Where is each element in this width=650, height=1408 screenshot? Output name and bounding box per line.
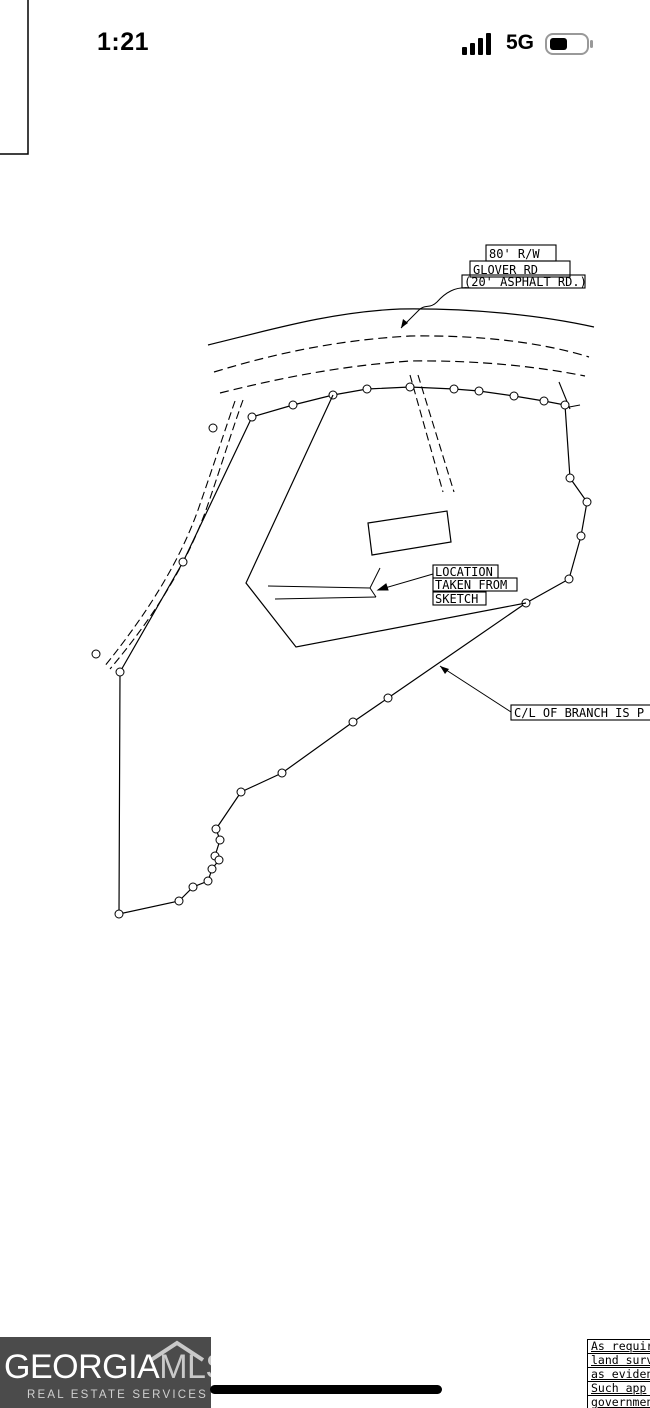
inner-lot-outline [245, 394, 527, 648]
survey-notes: As require land surv as eviden Such app … [587, 1339, 650, 1408]
note-line: As require [588, 1339, 650, 1353]
logo-name-light: MLS [159, 1348, 211, 1386]
location-line-3: SKETCH [435, 592, 478, 606]
branch-leader [439, 665, 512, 713]
note-line: land surv [588, 1353, 650, 1367]
road-name: GLOVER RD [473, 263, 538, 277]
location-pointer [267, 567, 434, 600]
logo-name-bold: GEORGIA [4, 1348, 160, 1386]
home-indicator[interactable] [210, 1385, 442, 1394]
note-line: Such app [588, 1381, 650, 1395]
location-line-2: TAKEN FROM [435, 578, 507, 592]
driveway-lines [103, 374, 455, 670]
road-label-leader [400, 287, 472, 329]
sheet-border [0, 0, 29, 155]
battery-icon [545, 33, 593, 55]
logo-tagline: REAL ESTATE SERVICES [27, 1389, 208, 1401]
row-label: 80' R/W [489, 247, 540, 261]
branch-note: C/L OF BRANCH IS P [514, 706, 644, 720]
road-edge-lines [207, 308, 595, 394]
house-roof-icon [149, 1340, 205, 1362]
road-type: (20' ASPHALT RD.) [464, 275, 587, 289]
note-line: governmen [588, 1395, 650, 1408]
location-label: LOCATION TAKEN FROM SKETCH [432, 564, 518, 606]
georgia-mls-logo: GEORGIAMLS REAL ESTATE SERVICES [0, 1337, 211, 1408]
status-time: 1:21 [97, 28, 150, 56]
note-line: as eviden [588, 1367, 650, 1381]
property-boundary [91, 382, 592, 919]
status-bar: 1:21 5G [0, 0, 650, 90]
road-label: 80' R/W GLOVER RD (20' ASPHALT RD.) [461, 244, 587, 289]
house-footprint [367, 510, 452, 556]
logo-wordmark: GEORGIAMLS [4, 1348, 211, 1387]
branch-label: C/L OF BRANCH IS P [510, 704, 650, 721]
location-line-1: LOCATION [435, 565, 493, 579]
signal-bars-icon [462, 33, 491, 55]
network-label: 5G [506, 31, 535, 54]
